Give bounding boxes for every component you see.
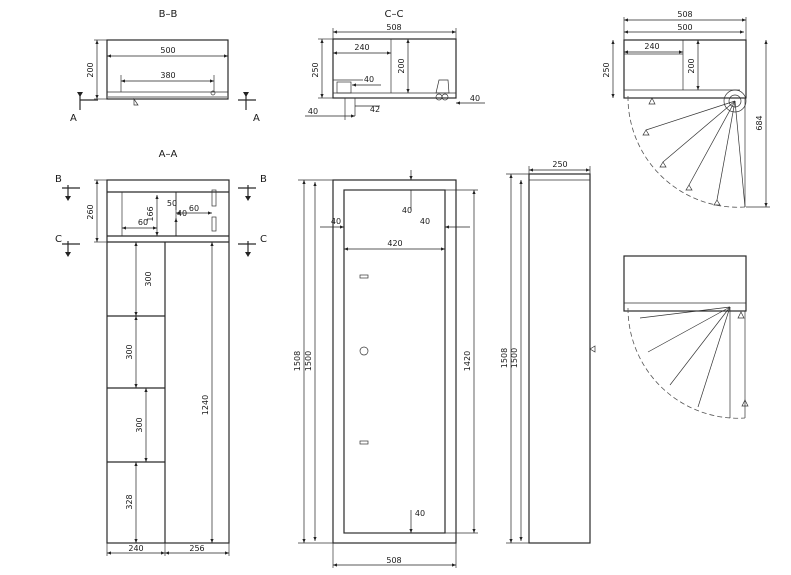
dim-aa-shelf4: 328 [125,494,134,509]
dim-cc-gap: 40 [364,75,374,84]
section-cc-title: C–C [385,9,404,20]
dim-front-width: 508 [386,556,401,565]
dim-front-inner: 420 [387,239,402,248]
dim-side-height: 1508 [500,348,509,368]
dim-aa-left-width: 240 [128,544,143,553]
dim-cc-foot: 42 [370,105,380,114]
dim-cc-left: 40 [308,107,318,116]
dim-aa-60b: 60 [189,204,199,213]
marker-c-left: C [55,234,62,245]
dim-cc-inner: 240 [354,43,369,52]
dim-top-width: 508 [677,10,692,19]
dim-front-bottom: 40 [415,509,425,518]
section-cc: C–C 508 240 250 200 40 42 40 [305,9,485,120]
dim-bb-height: 200 [86,62,95,77]
section-aa-title: A–A [159,149,178,160]
dim-front-top: 40 [402,206,412,215]
dim-aa-right-width: 256 [189,544,204,553]
dim-bb-inner: 380 [160,71,175,80]
dim-aa-top: 260 [86,204,95,219]
dim-aa-shelf3: 300 [135,417,144,432]
dim-side-depth: 250 [552,160,567,169]
dim-front-left: 40 [331,217,341,226]
dim-front-height-inner: 1500 [304,351,313,371]
side-view: 250 1508 1500 [500,160,596,544]
dim-top-inner: 500 [677,23,692,32]
dim-front-right: 40 [420,217,430,226]
dim-aa-tall: 1240 [201,395,210,415]
marker-b-left: B [55,174,62,185]
dim-front-opening: 1420 [463,351,472,371]
dim-top-radius: 684 [755,115,764,130]
marker-a-right: A [253,113,260,124]
dim-aa-shelf2: 300 [125,344,134,359]
marker-b-right: B [260,174,267,185]
dim-side-height-inner: 1500 [510,348,519,368]
dim-front-height: 1508 [293,351,302,371]
dim-aa-60a: 60 [138,218,148,227]
dim-aa-shelf1: 300 [144,271,153,286]
marker-a-left: A [70,113,77,124]
open-view [623,255,749,419]
dim-bb-width: 500 [160,46,175,55]
section-bb-title: B–B [159,9,178,20]
top-view: 508 500 240 250 200 684 [602,10,770,208]
dim-aa-40: 40 [177,209,187,218]
section-bb: B–B 500 200 380 A A [70,9,260,124]
dim-cc-shelf: 200 [397,58,406,73]
dim-cc-right: 40 [470,94,480,103]
dim-cc-height: 250 [311,62,320,77]
dim-cc-width: 508 [386,23,401,32]
section-aa: A–A 260 166 60 50 40 60 300 [55,149,267,556]
marker-c-right: C [260,234,267,245]
dim-aa-50: 50 [167,199,177,208]
front-view: 40 40 40 420 1508 1500 1420 40 508 [293,170,478,568]
dim-aa-inner: 166 [146,206,155,221]
dim-top-shelf: 240 [644,42,659,51]
dim-top-depth: 250 [602,62,611,77]
dim-top-shelf-h: 200 [687,58,696,73]
